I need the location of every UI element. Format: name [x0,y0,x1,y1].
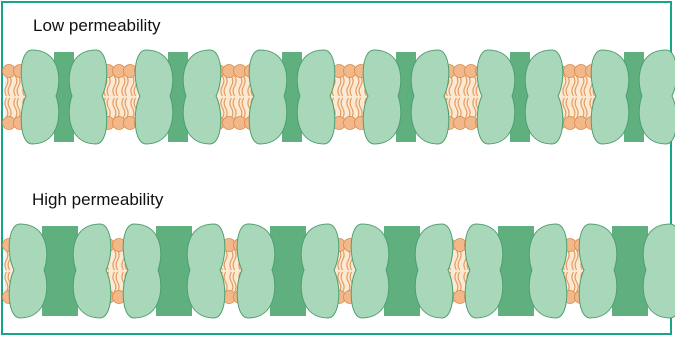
channel-subunit-right [415,224,453,318]
channel-subunit-left [123,224,161,318]
channel-subunit-left [249,50,287,144]
channel-protein [477,50,563,144]
channel-subunit-right [411,50,449,144]
channel-protein [9,224,111,318]
channel-subunit-right [183,50,221,144]
low-permeability-membrane [0,40,675,150]
channel-protein [123,224,225,318]
channel-pore [510,52,530,142]
channel-protein [591,50,675,144]
channel-protein [21,50,107,144]
channel-subunit-right [187,224,225,318]
channel-subunit-right [525,50,563,144]
channel-subunit-left [465,224,503,318]
channel-subunit-left [237,224,275,318]
channel-protein [579,224,675,318]
channel-protein [351,224,453,318]
channel-subunit-left [579,224,617,318]
channel-protein [249,50,335,144]
channel-protein [135,50,221,144]
channel-subunit-right [297,50,335,144]
low-permeability-label: Low permeability [33,16,161,36]
channel-protein [363,50,449,144]
channel-pore [612,226,648,316]
channel-subunit-left [477,50,515,144]
channel-subunit-left [363,50,401,144]
channel-pore [384,226,420,316]
channel-pore [270,226,306,316]
channel-subunit-left [135,50,173,144]
channel-subunit-right [639,50,675,144]
channel-protein [237,224,339,318]
channel-subunit-left [9,224,47,318]
channel-subunit-right [73,224,111,318]
channel-subunit-right [643,224,675,318]
high-permeability-membrane [0,214,675,324]
channel-protein [465,224,567,318]
channel-subunit-left [351,224,389,318]
channel-pore [624,52,644,142]
channel-subunit-right [301,224,339,318]
channel-pore [54,52,74,142]
channel-subunit-right [529,224,567,318]
channel-subunit-right [69,50,107,144]
channel-pore [282,52,302,142]
channel-subunit-left [591,50,629,144]
channel-pore [396,52,416,142]
channel-subunit-left [21,50,59,144]
channel-pore [156,226,192,316]
high-permeability-label: High permeability [32,190,163,210]
channel-pore [42,226,78,316]
channel-pore [168,52,188,142]
channel-pore [498,226,534,316]
